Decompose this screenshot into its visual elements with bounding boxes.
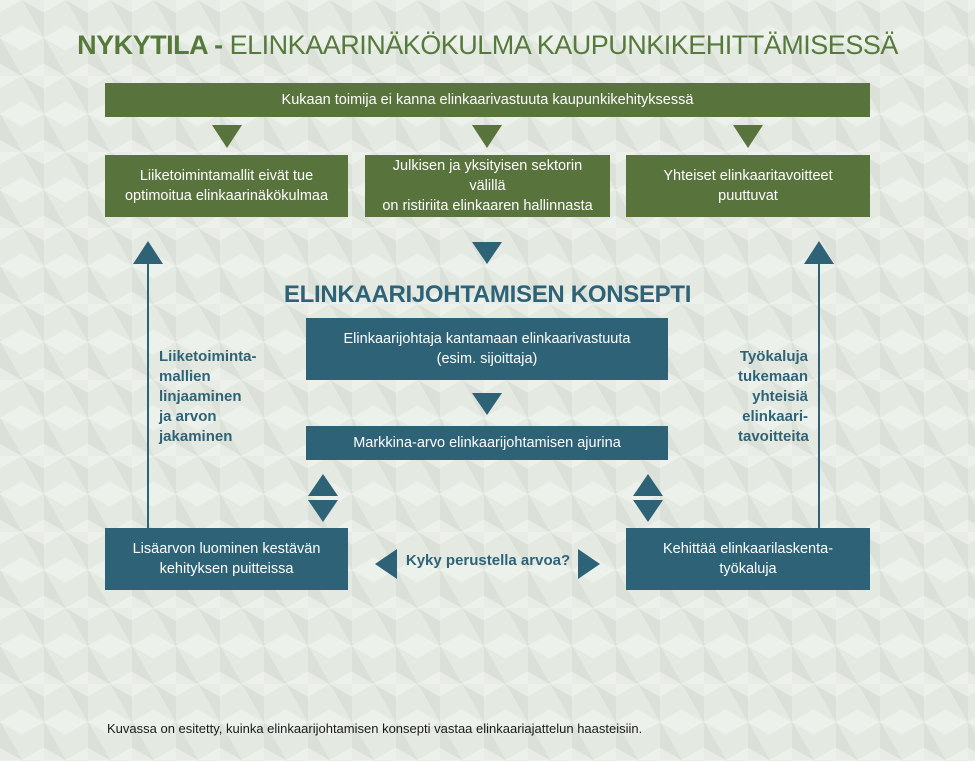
- left-side-text: Liiketoiminta- mallien linjaaminen ja ar…: [159, 348, 257, 445]
- arrow-down-icon: [733, 125, 763, 148]
- problem-middle: Julkisen ja yksityisen sektorin välillä …: [365, 155, 610, 217]
- tools-box: Kehittää elinkaarilaskenta- työkaluja: [626, 528, 870, 590]
- problem-right: Yhteiset elinkaaritavoitteet puuttuvat: [626, 155, 870, 217]
- arrow-up-icon: [308, 474, 338, 496]
- title-bold: NYKYTILA -: [77, 30, 223, 60]
- value-creation-box: Lisäarvon luominen kestävän kehityksen p…: [105, 528, 348, 590]
- caption: Kuvassa on esitetty, kuinka elinkaarijoh…: [107, 721, 643, 736]
- arrow-down-icon: [633, 500, 663, 522]
- market-value-box: Markkina-arvo elinkaarijohtamisen ajurin…: [306, 426, 668, 460]
- arrow-left-icon: [375, 549, 397, 579]
- page-title: NYKYTILA - ELINKAARINÄKÖKULMA KAUPUNKIKE…: [0, 30, 975, 61]
- arrow-down-icon: [212, 125, 242, 148]
- center-question: Kyky perustella arvoa?: [405, 552, 571, 569]
- arrow-up-icon: [133, 241, 163, 264]
- arrow-down-icon: [472, 125, 502, 148]
- arrow-down-icon: [472, 242, 502, 264]
- manager-box: Elinkaarijohtaja kantamaan elinkaarivast…: [306, 318, 668, 380]
- right-side-text: Työkaluja tukemaan yhteisiä elinkaari- t…: [738, 348, 809, 445]
- arrow-up-icon: [804, 241, 834, 264]
- top-bar: Kukaan toimija ei kanna elinkaarivastuut…: [105, 83, 870, 117]
- arrow-down-icon: [472, 393, 502, 415]
- title-rest: ELINKAARINÄKÖKULMA KAUPUNKIKEHITTÄMISESS…: [229, 30, 899, 60]
- problem-left: Liiketoimintamallit eivät tue optimoitua…: [105, 155, 348, 217]
- arrow-right-icon: [578, 549, 600, 579]
- arrow-down-icon: [308, 500, 338, 522]
- concept-heading: ELINKAARIJOHTAMISEN KONSEPTI: [283, 281, 692, 308]
- arrow-up-icon: [633, 474, 663, 496]
